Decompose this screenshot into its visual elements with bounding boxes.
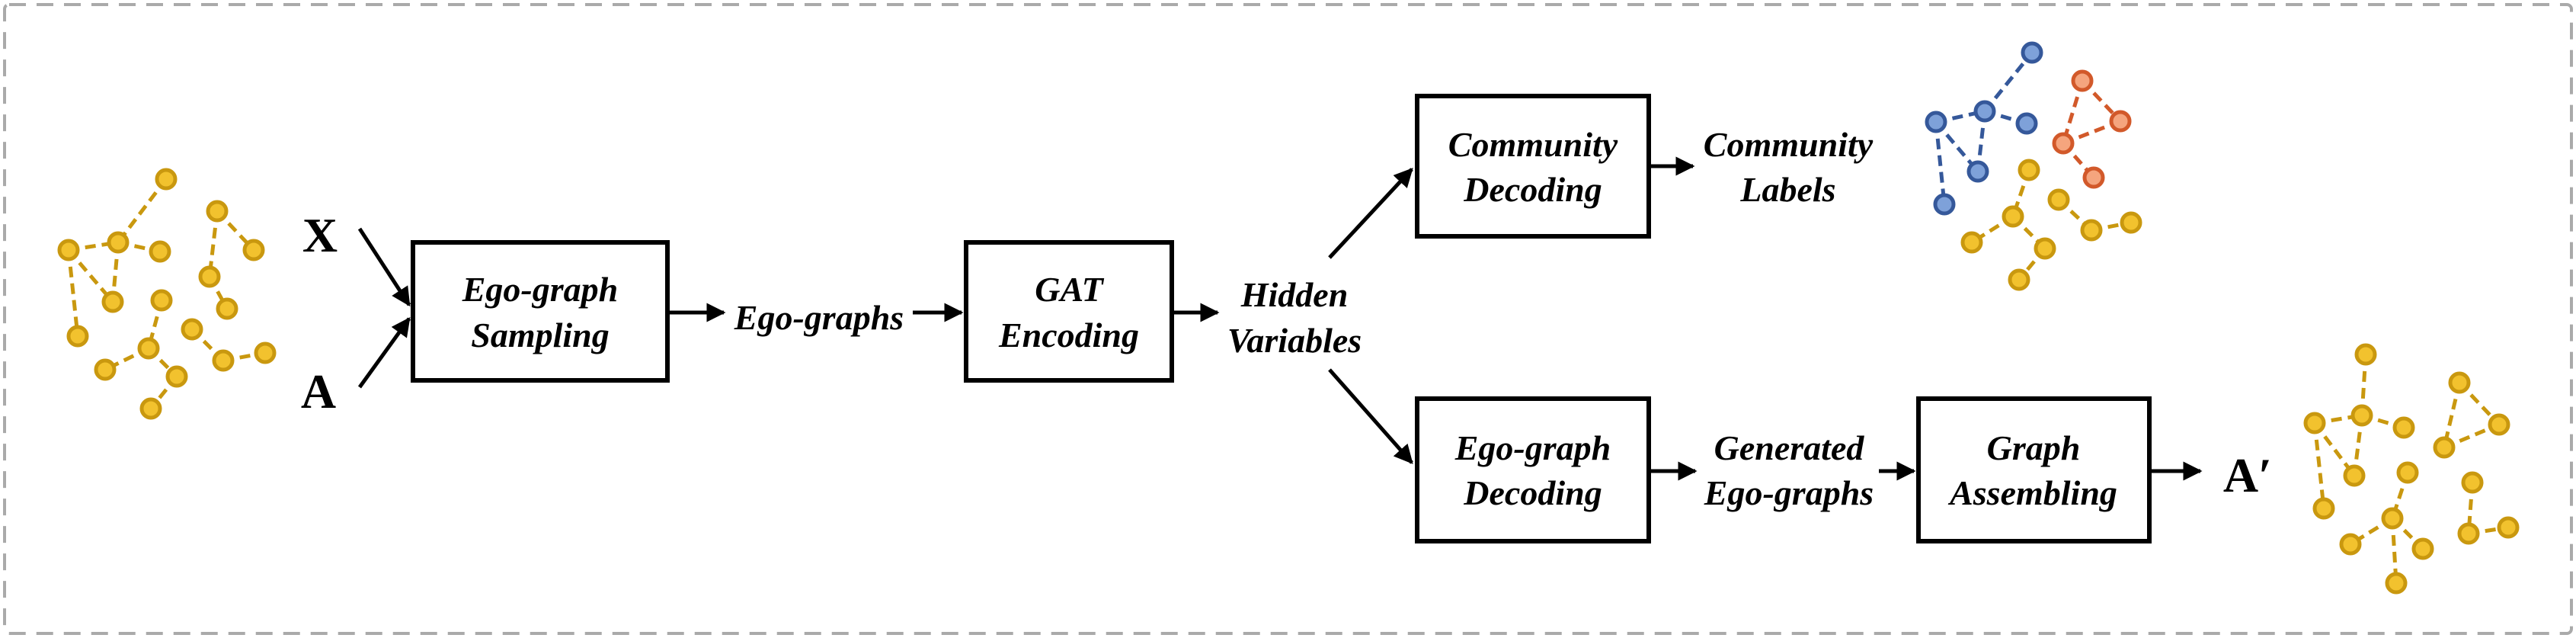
generated-ego-graphs-line1: Generated xyxy=(1714,428,1865,467)
arrow-hidden-to-community xyxy=(1328,168,1413,259)
gat-encoding-line2: Encoding xyxy=(998,316,1139,354)
graph-assembling-box xyxy=(1916,396,2152,543)
arrow-hidden-to-ego-decoding xyxy=(1328,368,1413,464)
output-graph-icon xyxy=(2303,343,2520,595)
input-a-label: A xyxy=(301,364,336,418)
graph-assembling-line2: Assembling xyxy=(1947,473,2117,512)
ego-graphs-label: Ego-graphs xyxy=(734,298,904,337)
output-a-prime-label: A′ xyxy=(2223,448,2272,502)
community-decoding-line2: Decoding xyxy=(1463,170,1602,209)
dashed-frame xyxy=(3,3,2573,635)
community-graph-icon xyxy=(1925,41,2142,291)
community-decoding-box xyxy=(1415,94,1651,239)
ego-graph-decoding-line1: Ego-graph xyxy=(1454,428,1611,467)
hidden-variables-line2: Variables xyxy=(1227,321,1362,360)
input-graph-icon xyxy=(57,168,277,420)
ego-graph-sampling-box xyxy=(411,240,670,383)
ego-graph-decoding-box xyxy=(1415,396,1651,543)
gat-encoding-box xyxy=(964,240,1174,383)
arrow-x-to-sampling xyxy=(357,227,411,307)
community-labels-line2: Labels xyxy=(1739,170,1835,209)
ego-graph-sampling-line2: Sampling xyxy=(471,316,610,354)
hidden-variables-line1: Hidden xyxy=(1240,275,1349,314)
community-labels-line1: Community xyxy=(1704,125,1874,164)
gat-encoding-line1: GAT xyxy=(1035,270,1104,309)
arrow-a-to-sampling xyxy=(357,316,411,389)
ego-graph-sampling-line1: Ego-graph xyxy=(462,270,618,309)
ego-graph-decoding-line2: Decoding xyxy=(1463,473,1602,512)
graph-assembling-line1: Graph xyxy=(1987,428,2081,467)
input-x-label: X xyxy=(302,208,338,262)
community-decoding-line1: Community xyxy=(1448,125,1618,164)
generated-ego-graphs-line2: Ego-graphs xyxy=(1704,473,1874,512)
